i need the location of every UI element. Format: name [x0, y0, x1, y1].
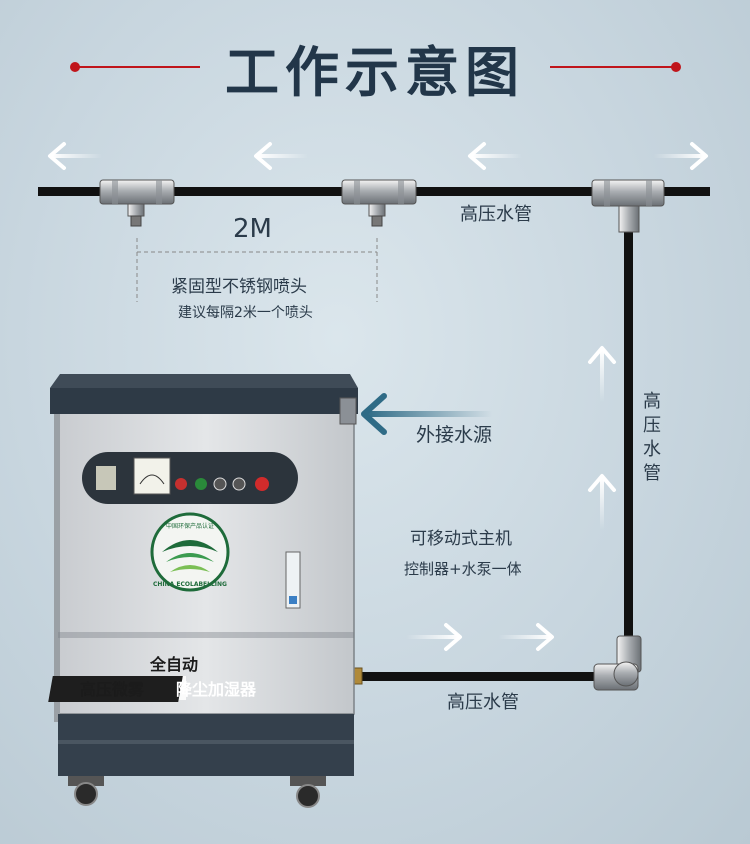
nozzle-name: 紧固型不锈钢喷头: [171, 277, 307, 297]
badge-right-text: 降尘加湿器: [176, 680, 257, 699]
badge-left-text: 高压微雾: [80, 680, 145, 699]
page-title: 工作示意图: [225, 41, 525, 104]
machine-cabinet: [50, 374, 358, 808]
flow-arrow-top-4: [654, 142, 708, 170]
title-dot-right: [671, 62, 681, 72]
title-line-left: [76, 66, 200, 68]
machine-name: 可移动式主机: [410, 529, 512, 549]
water-inlet-label: 外接水源: [416, 424, 493, 446]
pipe-right-label: 高压水管: [643, 391, 661, 484]
badge-top-text: 全自动: [149, 655, 198, 674]
flow-arrow-top-3: [468, 142, 522, 170]
logo-top-text: 中国环保产品认证: [166, 522, 214, 530]
flow-arrow-bottom-2: [498, 623, 554, 651]
nozzle-tip: 建议每隔2米一个喷头: [178, 305, 313, 321]
spacing-label: 2M: [233, 214, 272, 244]
spacing-dimension: [136, 238, 378, 302]
elbow-fitting: [593, 635, 642, 691]
flow-arrow-top-1: [48, 142, 102, 170]
flow-arrow-up-2: [588, 474, 616, 530]
flow-arrow-top-2: [254, 142, 308, 170]
pipe-top-label: 高压水管: [460, 204, 532, 225]
machine-badge: 全自动 高压微雾 降尘加湿器 中国环保产品认证 CHINA ECOLABELLI…: [48, 522, 257, 702]
machine-desc: 控制器+水泵一体: [404, 560, 522, 578]
flow-arrow-up-1: [588, 346, 616, 402]
pipe-bottom-label: 高压水管: [447, 692, 519, 713]
water-inlet-arrow: [361, 393, 492, 435]
flow-arrow-bottom-1: [406, 623, 462, 651]
logo-text: CHINA ECOLABELLING: [153, 581, 227, 588]
title-line-right: [550, 66, 676, 68]
title-dot-left: [70, 62, 80, 72]
pipe-bottom: [356, 672, 602, 681]
nozzle-2: [341, 179, 417, 227]
tee-fitting: [591, 179, 665, 233]
nozzle-1: [99, 179, 175, 227]
pipe-right: [624, 205, 633, 645]
